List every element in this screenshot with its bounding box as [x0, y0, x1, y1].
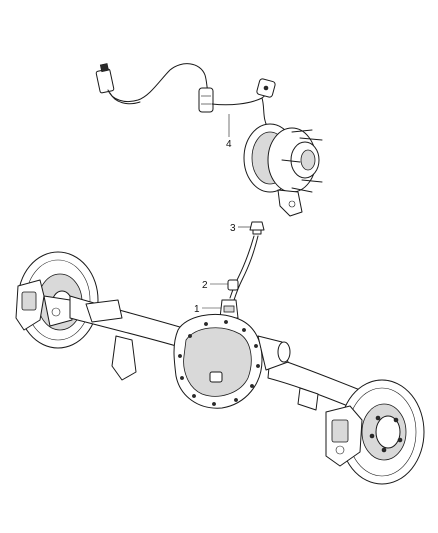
callout-2: 2 [202, 280, 228, 291]
callout-3: 3 [230, 223, 251, 234]
callout-label-4: 4 [226, 139, 232, 150]
axle-vent-fitting[interactable] [249, 221, 265, 235]
callout-1: 1 [194, 304, 221, 315]
callout-4: 4 [226, 114, 232, 150]
callout-label-1: 1 [194, 304, 200, 315]
differential-housing[interactable] [173, 313, 291, 409]
right-brake-caliper[interactable] [325, 405, 363, 467]
axle-vent-hose[interactable] [227, 235, 259, 301]
callout-label-3: 3 [230, 223, 236, 234]
axle-vent-connector[interactable] [219, 299, 239, 319]
right-brake-rotor[interactable] [339, 379, 425, 485]
left-brake-caliper[interactable] [15, 279, 73, 331]
callout-label-2: 2 [202, 280, 208, 291]
hub-bearing-assembly[interactable] [243, 123, 323, 217]
